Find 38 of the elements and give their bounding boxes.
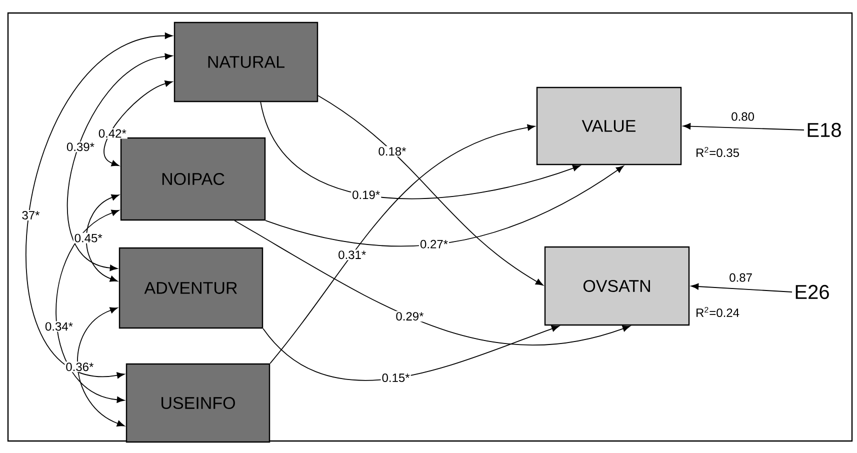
path-arrow <box>104 80 173 166</box>
variable-box: OVSATN <box>544 246 690 326</box>
path-arrow <box>234 220 630 346</box>
path-arrow <box>67 53 173 272</box>
path-arrow <box>270 124 536 364</box>
path-arrow <box>56 210 125 403</box>
path-arrow <box>26 32 173 378</box>
path-arrow <box>86 194 120 282</box>
edge-label: 37* <box>20 210 41 220</box>
error-term: E18 <box>808 122 841 138</box>
edge-label: 0.27* <box>419 238 450 250</box>
error-term: E26 <box>796 284 829 300</box>
edge-label: 0.31* <box>337 250 368 260</box>
variable-box: USEINFO <box>126 363 270 443</box>
variable-box: NATURAL <box>174 22 318 102</box>
edge-label: 0.39* <box>65 142 96 152</box>
edge-label: 0.29* <box>394 311 425 322</box>
r-squared-label: R$^{2}$=0.35 <box>696 146 739 158</box>
variable-box: ADVENTUR <box>118 247 264 329</box>
edge-label: 0.15* <box>380 372 411 384</box>
path-arrow <box>318 95 544 286</box>
edge-label: 0.42* <box>97 128 128 139</box>
variable-box: VALUE <box>536 86 682 166</box>
edge-label: 0.19* <box>351 190 382 200</box>
path-arrow <box>77 307 125 426</box>
path-arrow <box>260 102 580 200</box>
edge-label: 0.80 <box>730 111 756 122</box>
path-arrow <box>690 283 792 292</box>
r-squared-label: R$^{2}$=0.24 <box>696 306 740 318</box>
path-arrow <box>265 166 624 247</box>
edge-label: 0.34* <box>44 321 74 332</box>
path-arrow <box>682 123 804 130</box>
edge-label: 0.18* <box>377 146 408 157</box>
path-arrow <box>262 326 560 381</box>
edge-label: 0.87 <box>728 272 754 283</box>
edge-label: 0.45* <box>73 232 104 244</box>
variable-box: NOIPAC <box>120 137 266 221</box>
edge-label: 0.36* <box>64 362 95 372</box>
